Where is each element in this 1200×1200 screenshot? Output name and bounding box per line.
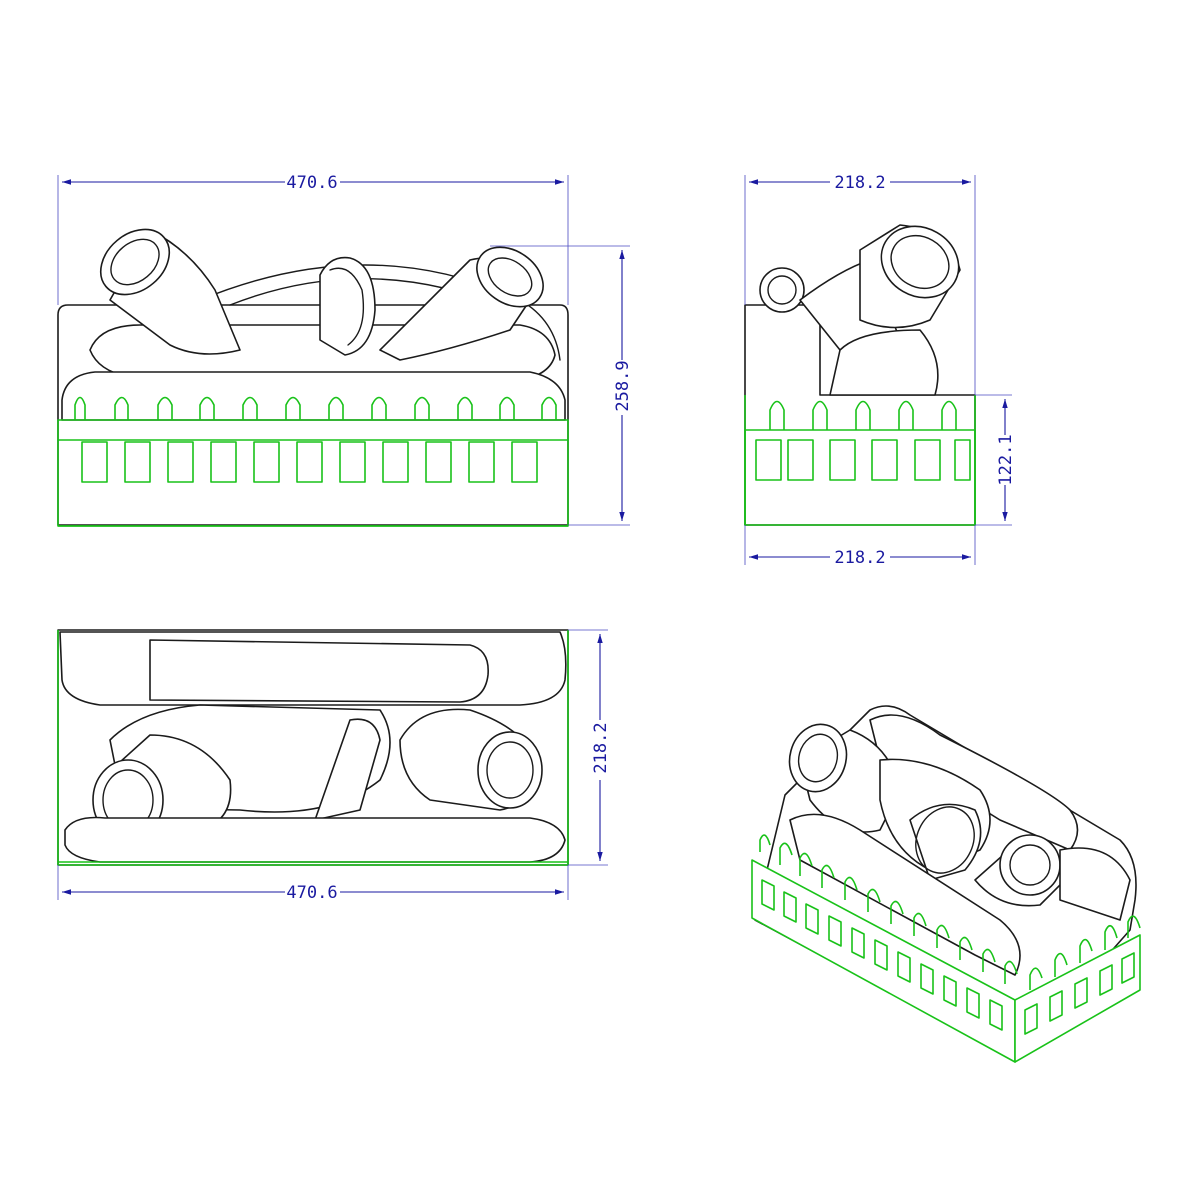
iso-end-log	[1059, 847, 1131, 921]
front-view: 470.6 258.9	[57, 173, 633, 527]
iso-right-round-log	[974, 834, 1066, 907]
side-top-width-dimension: 218.2	[834, 173, 885, 193]
side-view: 218.2 218.2 122.1	[744, 173, 1016, 568]
iso-center-log-end	[909, 803, 982, 881]
front-height-dimension: 258.9	[613, 360, 633, 411]
front-width-dimension: 470.6	[286, 173, 337, 193]
right-angled-log	[379, 246, 544, 361]
side-lower-log	[829, 329, 939, 396]
isometric-view	[751, 705, 1141, 1063]
side-fence-height-dimension: 122.1	[996, 434, 1016, 485]
top-middle-log	[314, 718, 381, 821]
top-view: 218.2 470.6	[57, 629, 611, 903]
top-fence	[57, 630, 569, 866]
iso-left-angled-log	[788, 723, 901, 833]
top-upper-log	[149, 639, 489, 703]
side-angled-log	[859, 224, 961, 329]
center-log-end	[319, 256, 376, 356]
left-angled-log	[99, 228, 241, 355]
iso-fence	[751, 834, 1141, 1063]
front-log	[61, 371, 566, 421]
top-front-log	[64, 816, 566, 863]
side-round-log	[759, 267, 805, 313]
top-right-log-end	[399, 708, 543, 811]
side-bottom-width-dimension: 218.2	[834, 548, 885, 568]
top-width-dimension: 470.6	[286, 883, 337, 903]
side-fence	[744, 395, 976, 526]
front-fence	[57, 396, 569, 527]
top-depth-dimension: 218.2	[591, 722, 611, 773]
